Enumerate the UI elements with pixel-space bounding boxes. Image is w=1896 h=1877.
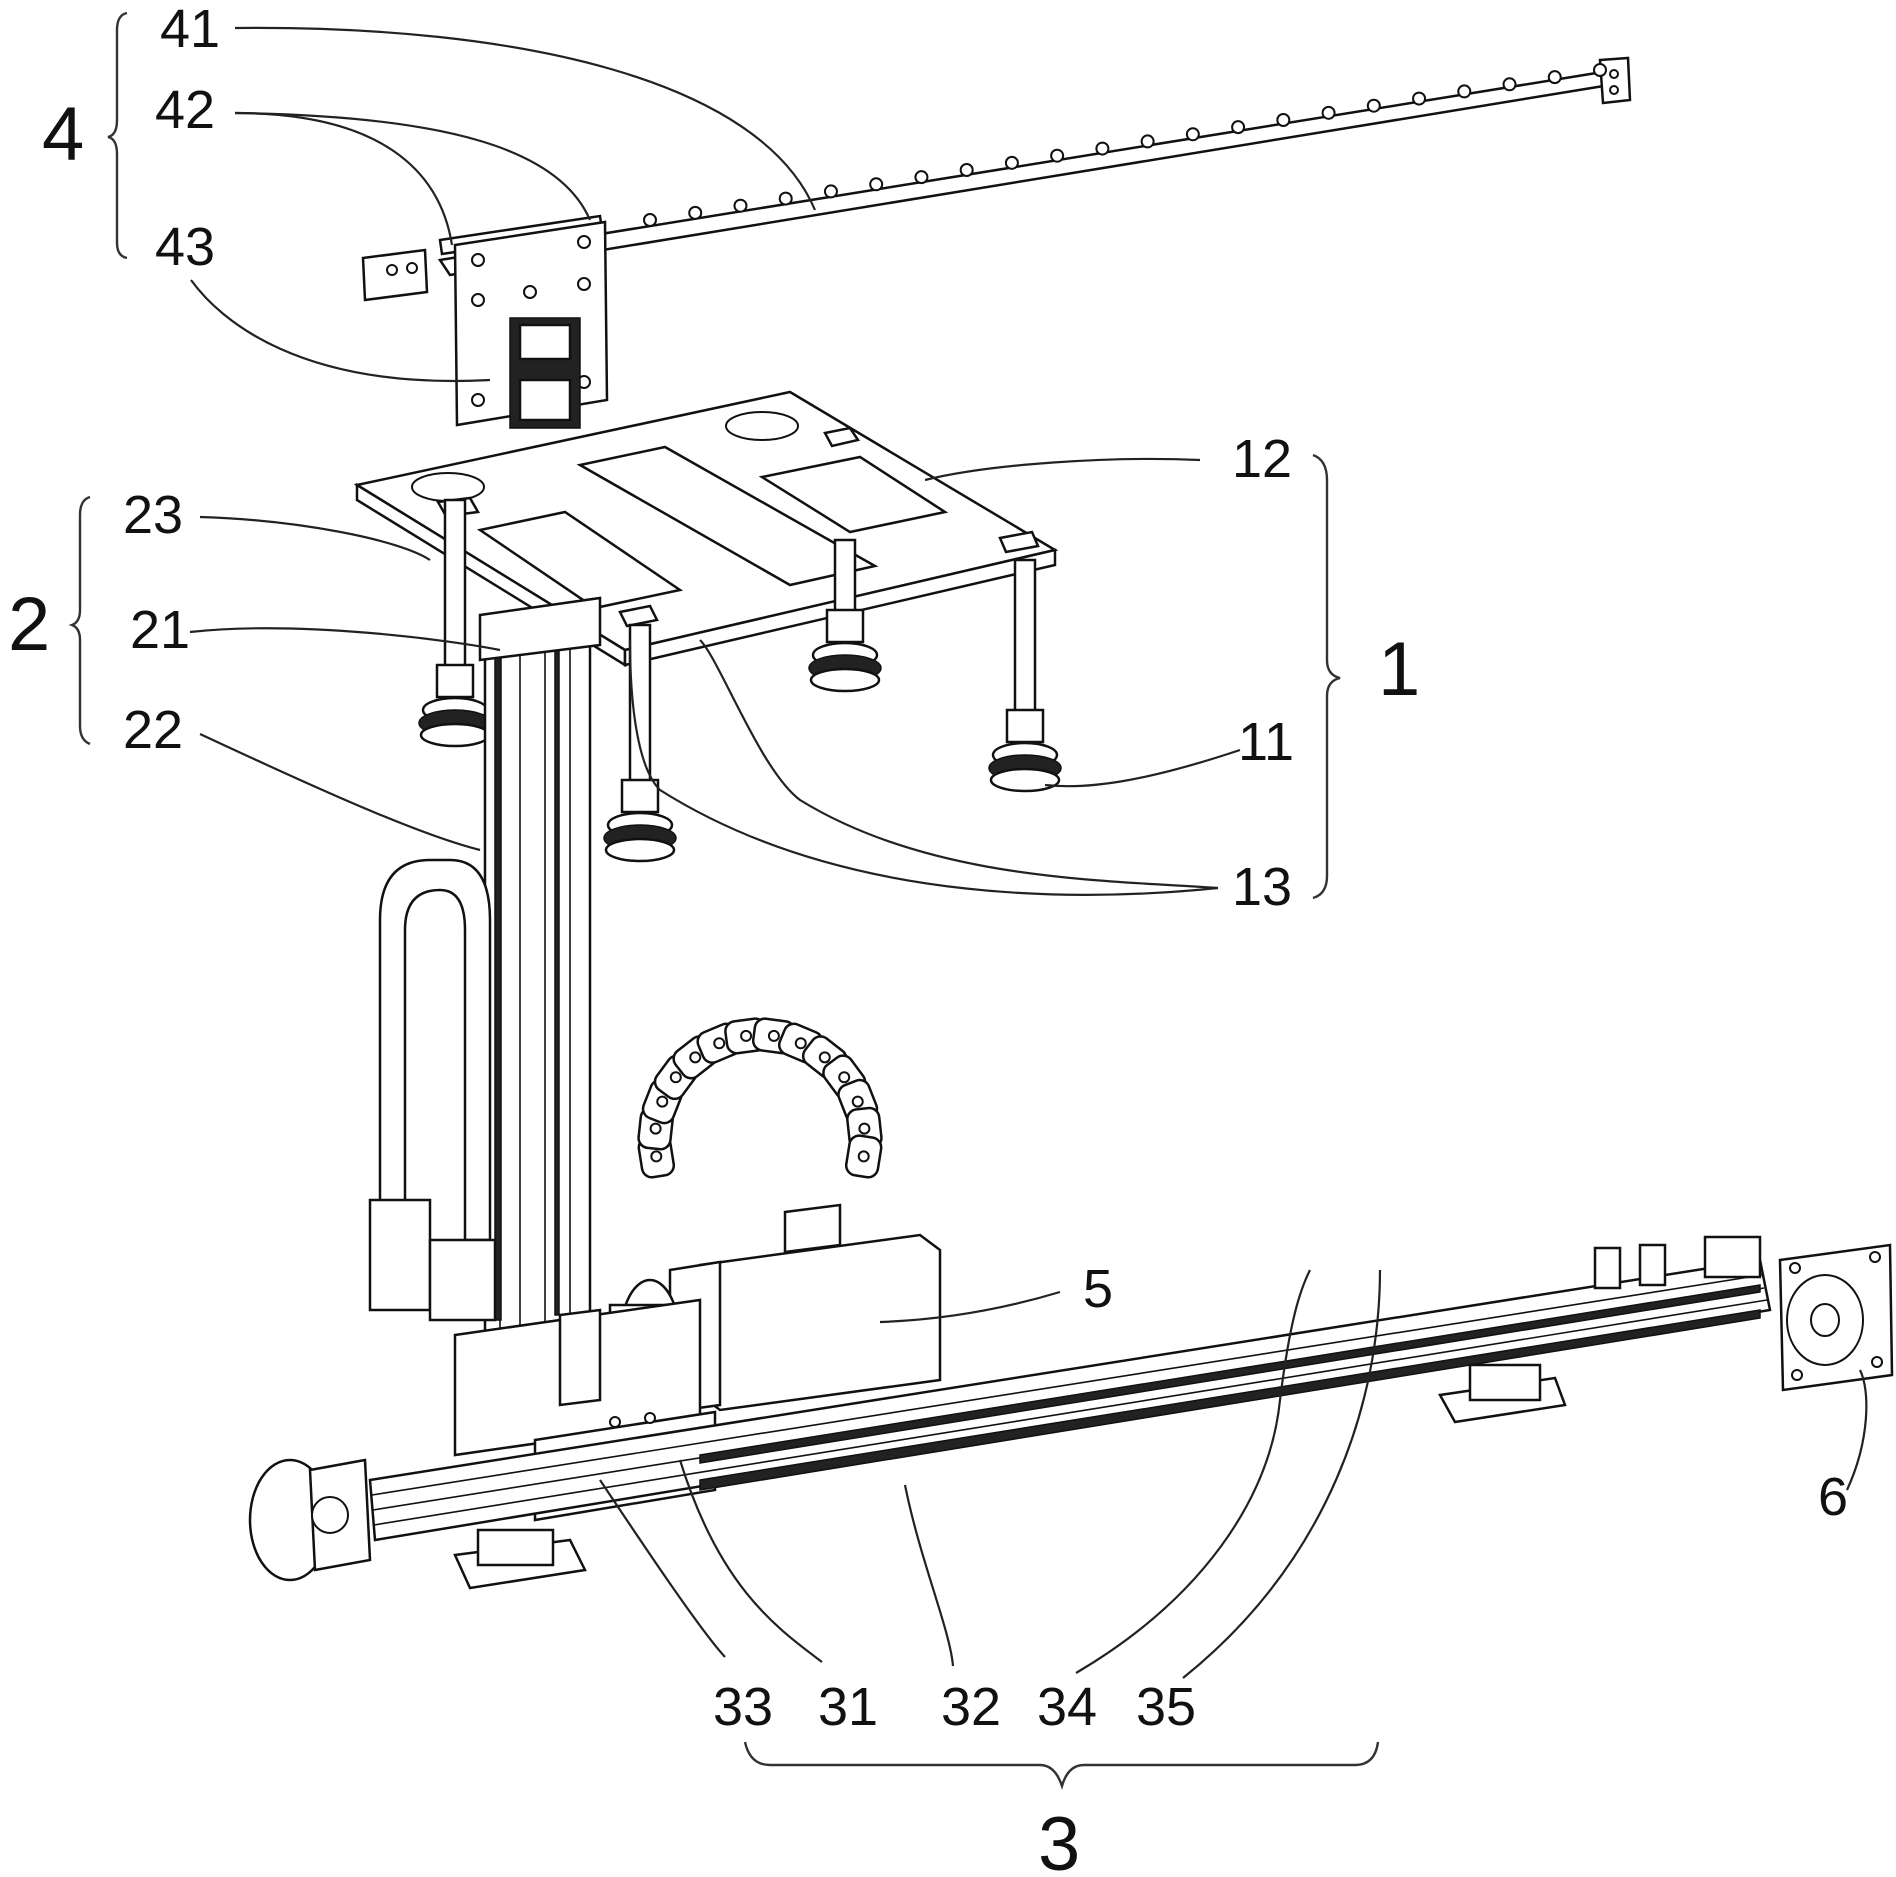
group-label-4: 4 bbox=[42, 92, 84, 177]
label-43: 43 bbox=[155, 217, 215, 277]
rail-mounting-hole bbox=[1231, 120, 1246, 135]
suction-cup bbox=[808, 538, 882, 693]
group-braces bbox=[68, 11, 1380, 1791]
rail-mounting-hole bbox=[1321, 105, 1336, 120]
rail-mounting-hole bbox=[1276, 113, 1291, 127]
label-22: 22 bbox=[123, 700, 183, 760]
label-31: 31 bbox=[818, 1677, 878, 1737]
label-11: 11 bbox=[1238, 712, 1294, 772]
group-label-3: 3 bbox=[1038, 1802, 1080, 1877]
rail-mounting-hole bbox=[1140, 134, 1155, 149]
slider-plate bbox=[438, 214, 609, 429]
rail-mounting-hole bbox=[914, 170, 929, 185]
horizontal-axis-rail bbox=[248, 1235, 1894, 1590]
suction-cup bbox=[988, 558, 1062, 793]
label-32: 32 bbox=[941, 1677, 1001, 1737]
rail-mounting-hole bbox=[959, 163, 974, 177]
rail-mounting-hole bbox=[1412, 91, 1427, 106]
vertical-axis bbox=[368, 596, 602, 1337]
rail-mounting-hole bbox=[823, 184, 838, 199]
suction-cups bbox=[418, 498, 1062, 863]
label-6: 6 bbox=[1818, 1467, 1848, 1527]
rail-mounting-hole bbox=[778, 191, 793, 206]
rail-mounting-hole bbox=[733, 198, 748, 213]
chain-link bbox=[844, 1134, 883, 1179]
group-label-2: 2 bbox=[8, 582, 50, 667]
rail-mounting-hole bbox=[1004, 155, 1019, 170]
reference-numerals: 41 42 43 4 23 21 22 2 12 11 13 1 5 6 33 … bbox=[8, 0, 1848, 1877]
suction-cup bbox=[603, 623, 677, 863]
label-5: 5 bbox=[1083, 1259, 1113, 1319]
label-42: 42 bbox=[155, 80, 215, 140]
rail-mounting-hole bbox=[688, 205, 703, 220]
rail-mounting-hole bbox=[1050, 148, 1065, 163]
label-33: 33 bbox=[713, 1677, 773, 1737]
rail-mounting-hole bbox=[869, 177, 884, 192]
label-12: 12 bbox=[1232, 429, 1292, 489]
cable-drag-chain bbox=[637, 1017, 883, 1179]
top-linear-rail bbox=[361, 56, 1632, 302]
suction-plate bbox=[353, 390, 1059, 668]
rail-mounting-hole bbox=[1185, 127, 1200, 142]
rail-mounting-hole bbox=[1593, 63, 1607, 77]
group-label-1: 1 bbox=[1378, 627, 1420, 712]
rail-mounting-hole bbox=[643, 213, 657, 227]
leader-lines bbox=[189, 26, 1868, 1679]
label-34: 34 bbox=[1037, 1677, 1097, 1737]
label-41: 41 bbox=[160, 0, 220, 59]
label-23: 23 bbox=[123, 485, 183, 545]
rail-mounting-hole bbox=[1547, 70, 1562, 85]
label-35: 35 bbox=[1136, 1677, 1196, 1737]
label-21: 21 bbox=[130, 600, 190, 660]
rail-mounting-hole bbox=[1457, 84, 1472, 99]
rail-mounting-hole bbox=[1366, 98, 1381, 113]
rail-mounting-hole bbox=[1502, 77, 1517, 92]
rail-mounting-hole bbox=[1095, 141, 1110, 156]
label-13: 13 bbox=[1232, 857, 1292, 917]
